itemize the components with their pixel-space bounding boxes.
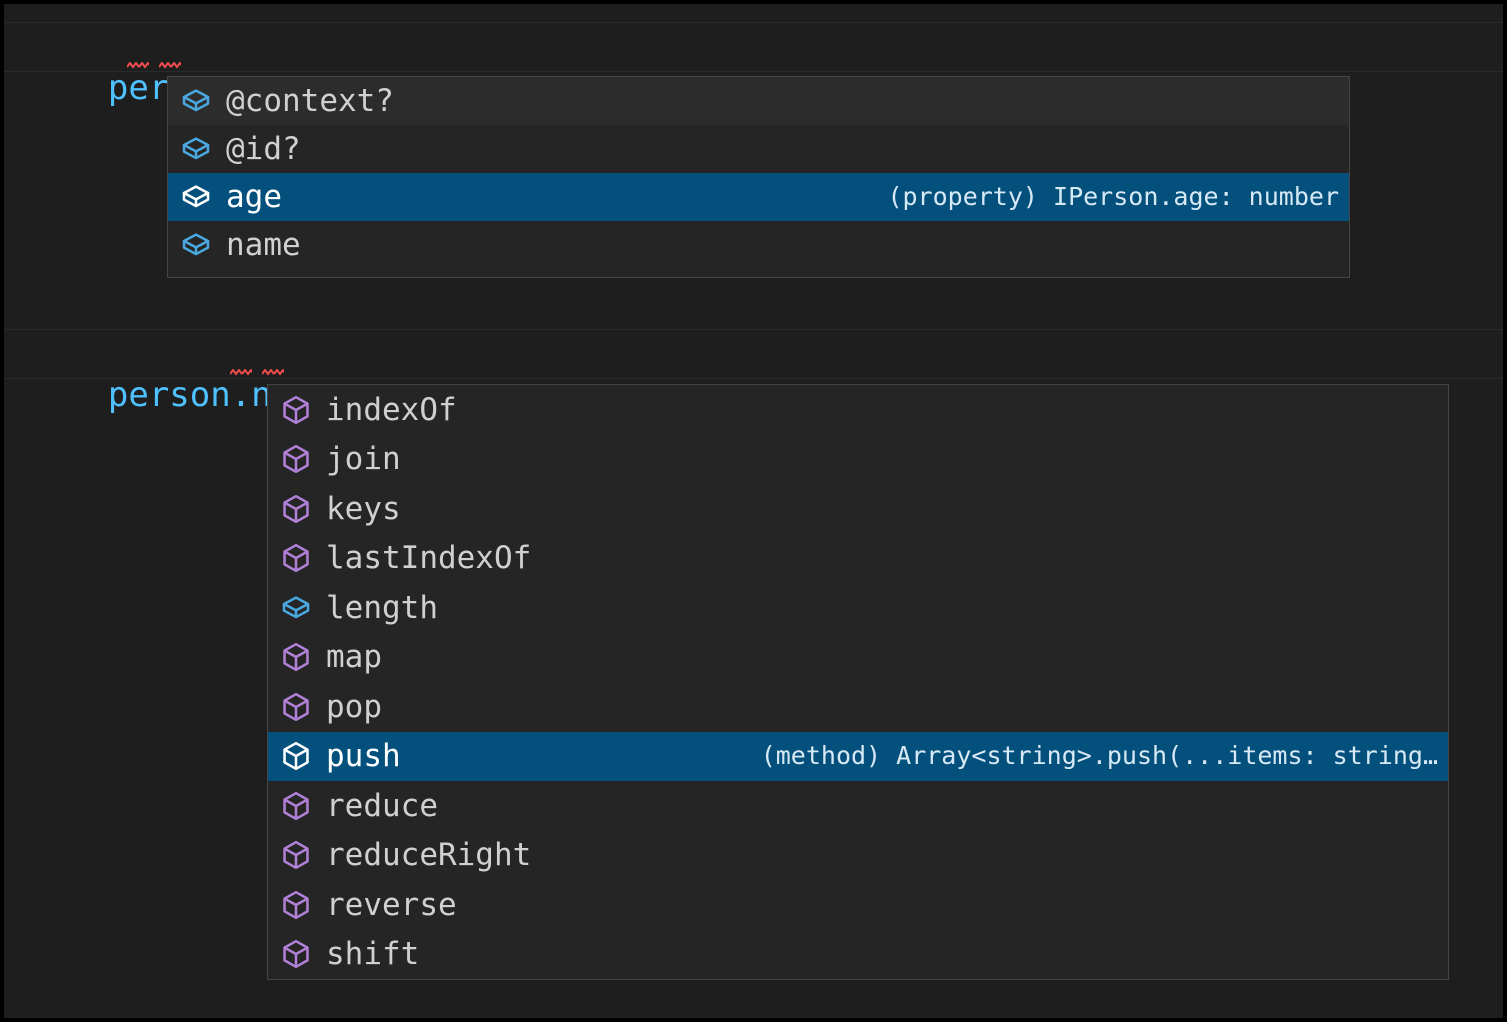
suggest-item-label: @id? <box>226 131 301 167</box>
method-cube-icon <box>283 643 309 672</box>
code-band-2 <box>4 330 1503 378</box>
suggest-item[interactable]: age (property) IPerson.age: number <box>168 173 1349 221</box>
property-cube-icon <box>280 592 326 624</box>
method-cube-icon <box>280 542 326 574</box>
suggest-item[interactable]: length <box>268 583 1448 633</box>
property-cube-icon <box>282 596 310 619</box>
suggest-item-label: name <box>226 227 301 263</box>
suggest-item[interactable]: keys <box>268 484 1448 534</box>
suggest-item[interactable]: reduce <box>268 781 1448 831</box>
suggest-item-label: pop <box>326 688 382 725</box>
method-cube-icon <box>283 692 309 721</box>
method-cube-icon <box>283 940 309 969</box>
property-cube-icon <box>180 85 226 117</box>
method-cube-icon <box>283 445 309 474</box>
suggest-item-label: push <box>326 738 401 775</box>
suggest-item-label: length <box>326 589 438 626</box>
method-cube-icon <box>283 791 309 820</box>
suggest-item-label: shift <box>326 936 420 973</box>
suggest-item-label: join <box>326 441 401 478</box>
suggest-item[interactable]: push (method) Array<string>.push(...items… <box>268 731 1448 781</box>
person-name-member-suggest[interactable]: indexOf join keys lastIndexOf length map pop pu… <box>267 384 1449 980</box>
suggest-item[interactable]: indexOf <box>268 385 1448 435</box>
method-cube-icon <box>283 742 309 771</box>
line-separator <box>4 329 1503 330</box>
suggest-item-label: indexOf <box>326 391 457 428</box>
method-cube-icon <box>280 740 326 772</box>
property-cube-icon <box>180 229 226 261</box>
method-cube-icon <box>280 790 326 822</box>
suggest-item[interactable]: reduceRight <box>268 830 1448 880</box>
method-cube-icon <box>283 395 309 424</box>
suggest-item[interactable]: join <box>268 434 1448 484</box>
suggest-item[interactable]: name <box>168 221 1349 269</box>
suggest-item-detail: (property) IPerson.age: number <box>887 182 1339 211</box>
suggest-item-detail: (method) Array<string>.push(...items: st… <box>760 741 1438 771</box>
suggest-item-label: reduce <box>326 787 438 824</box>
suggest-item[interactable]: pop <box>268 682 1448 732</box>
property-cube-icon <box>182 185 210 208</box>
suggest-item-label: reduceRight <box>326 837 532 874</box>
error-squiggle <box>262 369 284 376</box>
suggest-item[interactable]: @context? <box>168 77 1349 125</box>
method-cube-icon <box>280 394 326 426</box>
error-squiggle <box>159 62 181 69</box>
property-cube-icon <box>182 137 210 160</box>
suggest-item-label: lastIndexOf <box>326 540 532 577</box>
suggest-item-label: map <box>326 639 382 676</box>
error-squiggle <box>230 369 252 376</box>
method-cube-icon <box>280 839 326 871</box>
person-member-suggest[interactable]: @context? @id? age (property) IPerson.age: … <box>167 76 1350 278</box>
suggest-item[interactable]: @id? <box>168 125 1349 173</box>
method-cube-icon <box>280 938 326 970</box>
line-separator <box>4 22 1503 23</box>
method-cube-icon <box>283 494 309 523</box>
code-band-1 <box>4 23 1503 71</box>
line-separator <box>4 71 1503 72</box>
method-cube-icon <box>280 641 326 673</box>
method-cube-icon <box>280 443 326 475</box>
suggest-item[interactable]: reverse <box>268 880 1448 930</box>
suggest-item-label: keys <box>326 490 401 527</box>
property-cube-icon <box>182 89 210 112</box>
method-cube-icon <box>280 889 326 921</box>
method-cube-icon <box>280 493 326 525</box>
method-cube-icon <box>283 890 309 919</box>
suggest-item[interactable]: lastIndexOf <box>268 533 1448 583</box>
error-squiggle <box>127 62 149 69</box>
suggest-item-label: @context? <box>226 83 394 119</box>
method-cube-icon <box>283 544 309 573</box>
property-cube-icon <box>180 181 226 213</box>
suggest-item-label: reverse <box>326 886 457 923</box>
property-cube-icon <box>182 233 210 256</box>
line-separator <box>4 378 1503 379</box>
method-cube-icon <box>283 841 309 870</box>
suggest-item[interactable]: shift <box>268 929 1448 979</box>
method-cube-icon <box>280 691 326 723</box>
suggest-item[interactable]: map <box>268 632 1448 682</box>
property-cube-icon <box>180 133 226 165</box>
suggest-item-label: age <box>226 179 282 215</box>
